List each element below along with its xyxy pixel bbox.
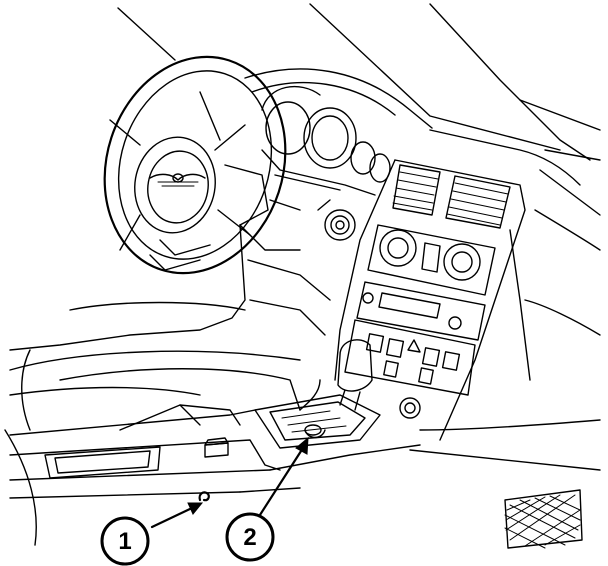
center-stack — [334, 159, 526, 441]
callout-2-number: 2 — [243, 524, 256, 551]
vent-slats — [392, 171, 509, 226]
callout-1: 1 — [100, 502, 204, 566]
gear-shifter — [254, 339, 381, 449]
callout-2-circle — [225, 512, 275, 562]
center-console — [4, 349, 421, 546]
steering-wheel — [103, 55, 301, 275]
callout-1-number: 1 — [118, 528, 131, 555]
ignition-switch — [317, 199, 356, 241]
instrument-cluster — [261, 85, 391, 196]
storage-net — [504, 489, 583, 549]
callout-2: 2 — [225, 436, 309, 562]
windshield-outline — [117, 3, 601, 161]
callout-1-circle — [100, 516, 150, 566]
lower-dash-left — [9, 224, 331, 351]
hook-part — [198, 491, 210, 502]
dashboard — [244, 68, 601, 471]
